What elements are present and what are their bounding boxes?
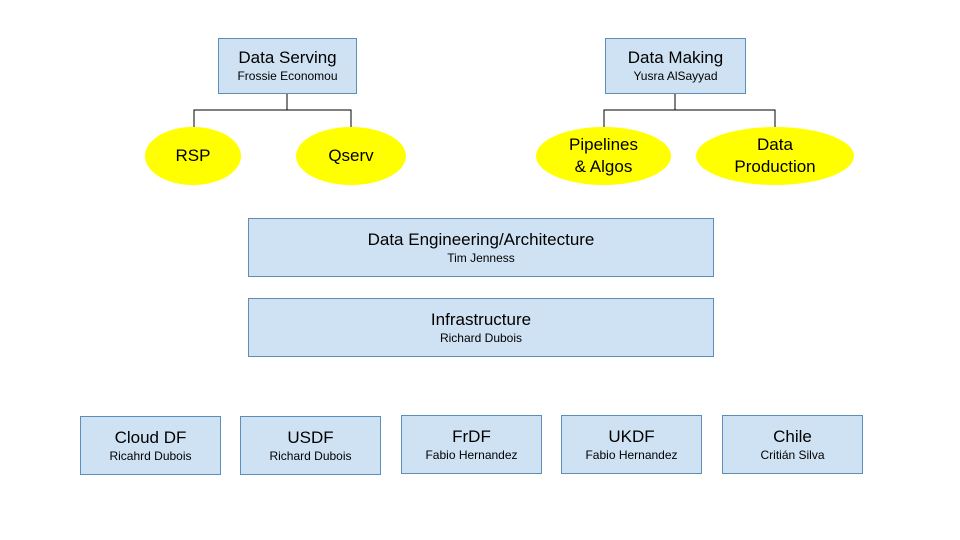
facility-box-frdf: FrDF Fabio Hernandez xyxy=(401,415,542,474)
data-serving-title: Data Serving xyxy=(238,48,337,67)
data-production-node: Data Production xyxy=(696,127,854,185)
qserv-node: Qserv xyxy=(296,127,406,185)
facility-lead: Ricahrd Dubois xyxy=(109,448,192,463)
data-serving-lead: Frossie Economou xyxy=(237,69,338,83)
data-serving-connector xyxy=(193,94,288,127)
facility-box-usdf: USDF Richard Dubois xyxy=(240,416,381,475)
data-engineering-box: Data Engineering/Architecture Tim Jennes… xyxy=(248,218,714,277)
data-serving-box: Data Serving Frossie Economou xyxy=(218,38,357,94)
data-serving-connector xyxy=(287,109,352,127)
infrastructure-box: Infrastructure Richard Dubois xyxy=(248,298,714,357)
data-engineering-title: Data Engineering/Architecture xyxy=(367,229,595,249)
infrastructure-title: Infrastructure xyxy=(430,309,532,329)
data-making-title: Data Making xyxy=(627,48,724,67)
data-making-connector xyxy=(603,94,676,127)
facility-title: UKDF xyxy=(608,426,655,446)
rsp-node: RSP xyxy=(145,127,241,185)
facility-lead: Fabio Hernandez xyxy=(585,447,678,462)
data-engineering-lead: Tim Jenness xyxy=(447,250,515,265)
data-making-connector xyxy=(675,109,776,127)
data-making-lead: Yusra AlSayyad xyxy=(633,69,718,83)
pipelines-algos-node: Pipelines & Algos xyxy=(536,127,671,185)
facility-lead: Fabio Hernandez xyxy=(425,447,518,462)
facility-box-chile: Chile Critián Silva xyxy=(722,415,863,474)
facility-lead: Richard Dubois xyxy=(269,448,352,463)
facility-box-cloud-df: Cloud DF Ricahrd Dubois xyxy=(80,416,221,475)
facility-title: Cloud DF xyxy=(114,427,187,447)
facility-title: USDF xyxy=(287,427,334,447)
facility-box-ukdf: UKDF Fabio Hernandez xyxy=(561,415,702,474)
facility-title: FrDF xyxy=(452,426,491,446)
facility-lead: Critián Silva xyxy=(760,447,825,462)
infrastructure-lead: Richard Dubois xyxy=(439,330,523,345)
facility-title: Chile xyxy=(773,426,812,446)
data-making-box: Data Making Yusra AlSayyad xyxy=(605,38,746,94)
